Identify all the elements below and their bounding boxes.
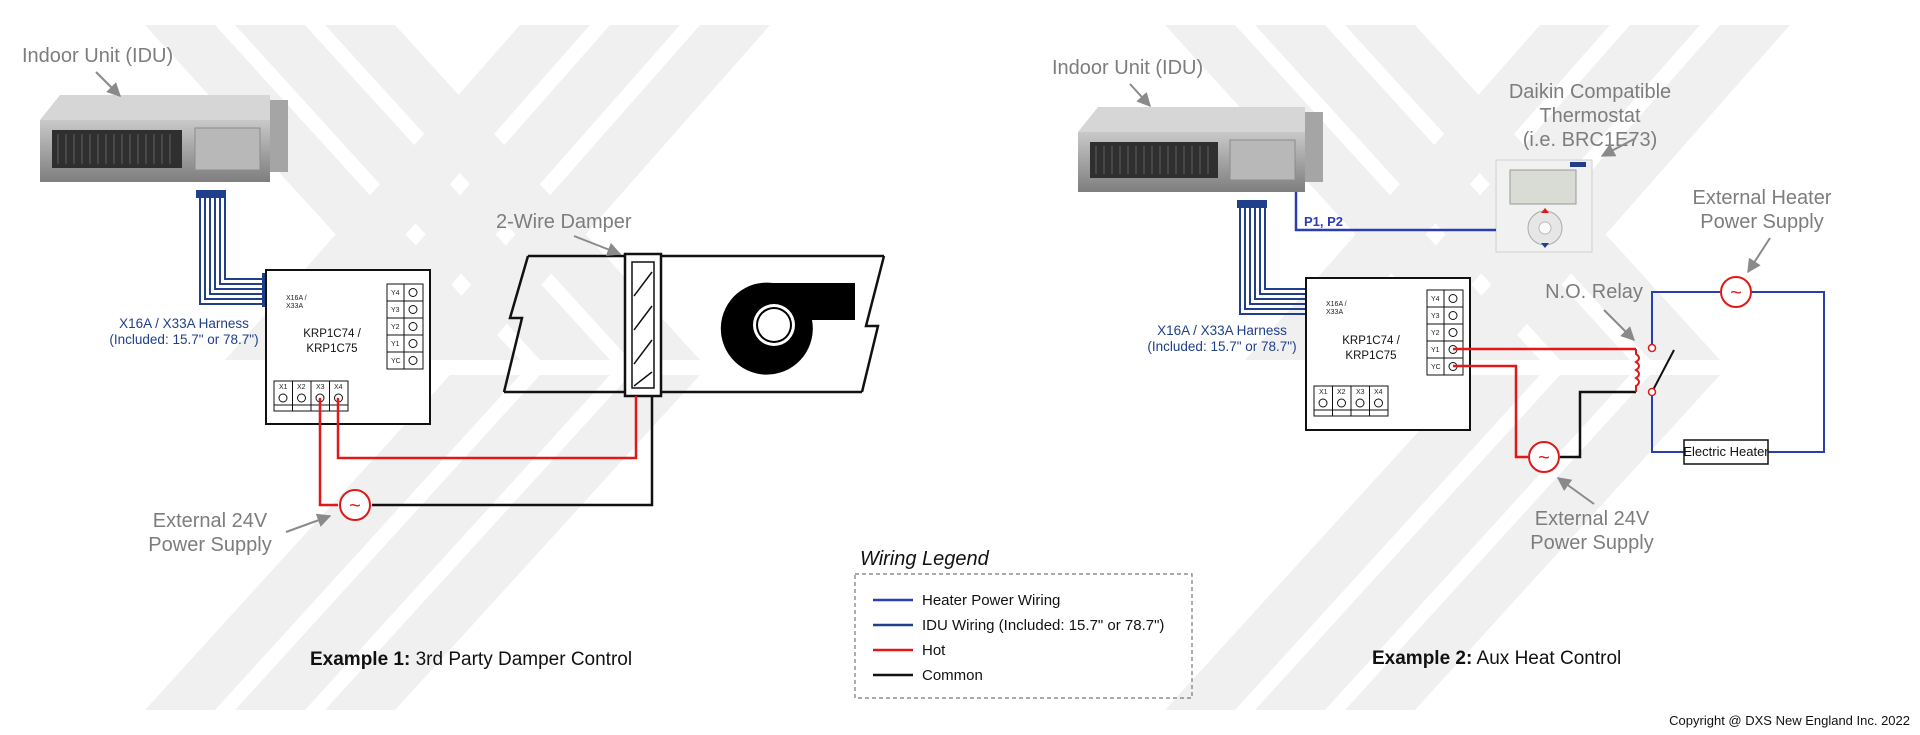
terminal-x4-1: X4 — [334, 384, 343, 391]
thermostat-arrow — [1600, 137, 1637, 157]
legend-item-heater: Heater Power Wiring — [922, 592, 1060, 609]
power-label-2b: Power Supply — [1530, 532, 1653, 554]
idu-harness-1 — [196, 190, 266, 305]
terminal-strip-bottom-2 — [1313, 385, 1389, 417]
example-1: Indoor Unit (IDU) X16A / X33A Harness (I… — [22, 45, 886, 670]
indoor-unit-1 — [40, 95, 288, 182]
relay-arrow — [1603, 309, 1635, 341]
power-label-1a: External 24V — [153, 510, 268, 532]
heater-supply-label-a: External Heater — [1693, 187, 1832, 209]
controller-label-1a: KRP1C74 / — [303, 328, 361, 340]
idu-arrow-1 — [95, 71, 121, 97]
wiring-2-control — [1453, 347, 1636, 459]
legend-item-hot: Hot — [922, 642, 946, 659]
terminal-y4-1: Y4 — [391, 290, 400, 297]
tilde-symbol-1: ~ — [349, 495, 361, 517]
copyright-text: Copyright @ DXS New England Inc. 2022 — [1669, 713, 1910, 728]
terminal-x3-2: X3 — [1356, 389, 1365, 396]
harness-label-2a: X16A / X33A Harness — [1157, 323, 1287, 338]
power-label-1b: Power Supply — [148, 534, 271, 556]
terminal-y3-2: Y3 — [1431, 313, 1440, 320]
wiring-legend: Wiring Legend Heater Power Wiring IDU Wi… — [854, 548, 1193, 699]
thermostat-icon — [1495, 159, 1593, 253]
connector-label-2b: X33A — [1326, 309, 1343, 316]
legend-title: Wiring Legend — [860, 548, 990, 570]
heater-supply-label-b: Power Supply — [1700, 211, 1823, 233]
terminal-x2-1: X2 — [297, 384, 306, 391]
relay-contact-top — [1647, 343, 1657, 353]
caption-1: Example 1: 3rd Party Damper Control — [310, 649, 632, 670]
relay-contact-bottom — [1647, 387, 1657, 397]
duct-1 — [502, 254, 886, 394]
blower-fan-icon — [720, 282, 855, 375]
thermostat-label-c: (i.e. BRC1E73) — [1523, 129, 1658, 151]
terminal-yc-1: YC — [391, 358, 401, 365]
harness-label-1a: X16A / X33A Harness — [119, 316, 249, 331]
legend-item-common: Common — [922, 667, 983, 684]
heater-supply-arrow — [1747, 237, 1771, 274]
connector-label-1a: X16A / — [286, 295, 307, 302]
terminal-y1-2: Y1 — [1431, 347, 1440, 354]
harness-label-2b: (Included: 15.7" or 78.7") — [1147, 339, 1296, 354]
power-arrow-1 — [285, 513, 332, 533]
wiring-1 — [318, 396, 654, 507]
controller-label-2a: KRP1C74 / — [1342, 335, 1400, 347]
idu-label-1: Indoor Unit (IDU) — [22, 45, 173, 67]
wiring-2-heater — [1651, 291, 1825, 453]
terminal-strip-right-1 — [386, 283, 424, 370]
power-supply-24v-1 — [339, 489, 371, 521]
terminal-y1-1: Y1 — [391, 341, 400, 348]
terminal-y4-2: Y4 — [1431, 296, 1440, 303]
heater-power-supply — [1720, 276, 1752, 308]
damper-label-1: 2-Wire Damper — [496, 211, 632, 233]
power-supply-24v-2 — [1528, 441, 1560, 473]
terminal-y2-1: Y2 — [391, 324, 400, 331]
terminal-strip-bottom-1 — [273, 380, 349, 412]
idu-harness-2 — [1237, 200, 1308, 315]
terminal-x3-1: X3 — [316, 384, 325, 391]
idu-label-2: Indoor Unit (IDU) — [1052, 57, 1203, 79]
terminal-y3-1: Y3 — [391, 307, 400, 314]
relay-switch — [1651, 349, 1675, 393]
terminal-x4-2: X4 — [1374, 389, 1383, 396]
terminal-y2-2: Y2 — [1431, 330, 1440, 337]
power-label-2a: External 24V — [1535, 508, 1650, 530]
damper-1 — [623, 252, 663, 398]
p1p2-wire — [1294, 192, 1496, 232]
legend-box — [854, 573, 1193, 699]
idu-arrow-2 — [1129, 83, 1151, 108]
tilde-symbol-2: ~ — [1538, 447, 1550, 469]
power-arrow-2 — [1556, 477, 1595, 505]
caption-2: Example 2: Aux Heat Control — [1372, 648, 1621, 669]
controller-label-1b: KRP1C75 — [306, 343, 357, 355]
harness-label-1b: (Included: 15.7" or 78.7") — [109, 332, 258, 347]
terminal-yc-2: YC — [1431, 364, 1441, 371]
indoor-unit-2 — [1078, 107, 1323, 192]
relay-coil — [1634, 349, 1640, 392]
controller-label-2b: KRP1C75 — [1345, 350, 1396, 362]
terminal-x2-2: X2 — [1337, 389, 1346, 396]
connector-label-2a: X16A / — [1326, 301, 1347, 308]
relay-label: N.O. Relay — [1545, 281, 1643, 303]
tilde-symbol-3: ~ — [1730, 282, 1742, 304]
electric-heater-label: Electric Heater — [1683, 444, 1769, 459]
thermostat-label-a: Daikin Compatible — [1509, 81, 1671, 103]
p1p2-label: P1, P2 — [1304, 214, 1343, 229]
connector-label-1b: X33A — [286, 303, 303, 310]
terminal-x1-2: X1 — [1319, 389, 1328, 396]
terminal-x1-1: X1 — [279, 384, 288, 391]
electric-heater-box — [1683, 439, 1769, 465]
example-2: Indoor Unit (IDU) Daikin Compatible Ther… — [1052, 57, 1832, 669]
thermostat-label-b: Thermostat — [1539, 105, 1641, 127]
legend-item-idu: IDU Wiring (Included: 15.7" or 78.7") — [922, 617, 1164, 634]
damper-arrow-1 — [573, 235, 622, 256]
